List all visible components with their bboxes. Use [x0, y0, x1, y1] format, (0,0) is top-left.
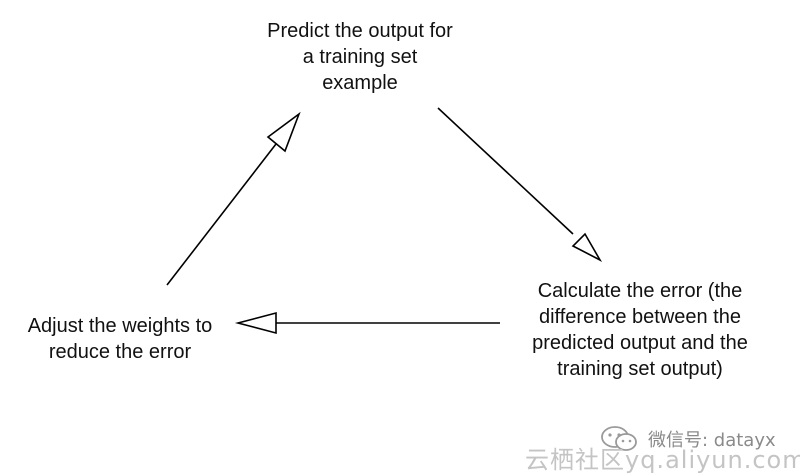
node-adjust-line-1: Adjust the weights to	[27, 315, 213, 337]
node-predict-line-3: example	[322, 72, 398, 94]
node-adjust-line-2: reduce the error	[48, 341, 192, 363]
node-predict-line-2: a training set	[302, 46, 418, 68]
node-predict-output: Predict the output for a training set ex…	[235, 18, 485, 96]
node-calculate-line-2: difference between the	[538, 306, 741, 328]
arrow-adjust-to-predict-shaft	[166, 143, 277, 286]
arrow-predict-to-calculate-head	[571, 232, 603, 262]
arrow-predict-to-calculate-shaft	[437, 107, 574, 235]
node-calculate-line-1: Calculate the error (the	[537, 280, 743, 302]
wechat-icon	[601, 426, 637, 451]
node-calculate-line-3: predicted output and the	[532, 332, 748, 354]
watermark-wechat-id: 微信号: datayx	[648, 430, 776, 451]
node-adjust-weights: Adjust the weights to reduce the error	[0, 313, 240, 365]
arrow-calculate-to-adjust-head	[234, 311, 277, 335]
arrow-adjust-to-predict-head	[266, 111, 301, 153]
node-predict-line-1: Predict the output for	[267, 20, 453, 42]
node-calculate-line-4: training set output)	[557, 358, 723, 380]
node-calculate-error: Calculate the error (the difference betw…	[505, 278, 775, 382]
watermark-aliyun: 云栖社区yq.aliyun.com	[525, 446, 800, 474]
